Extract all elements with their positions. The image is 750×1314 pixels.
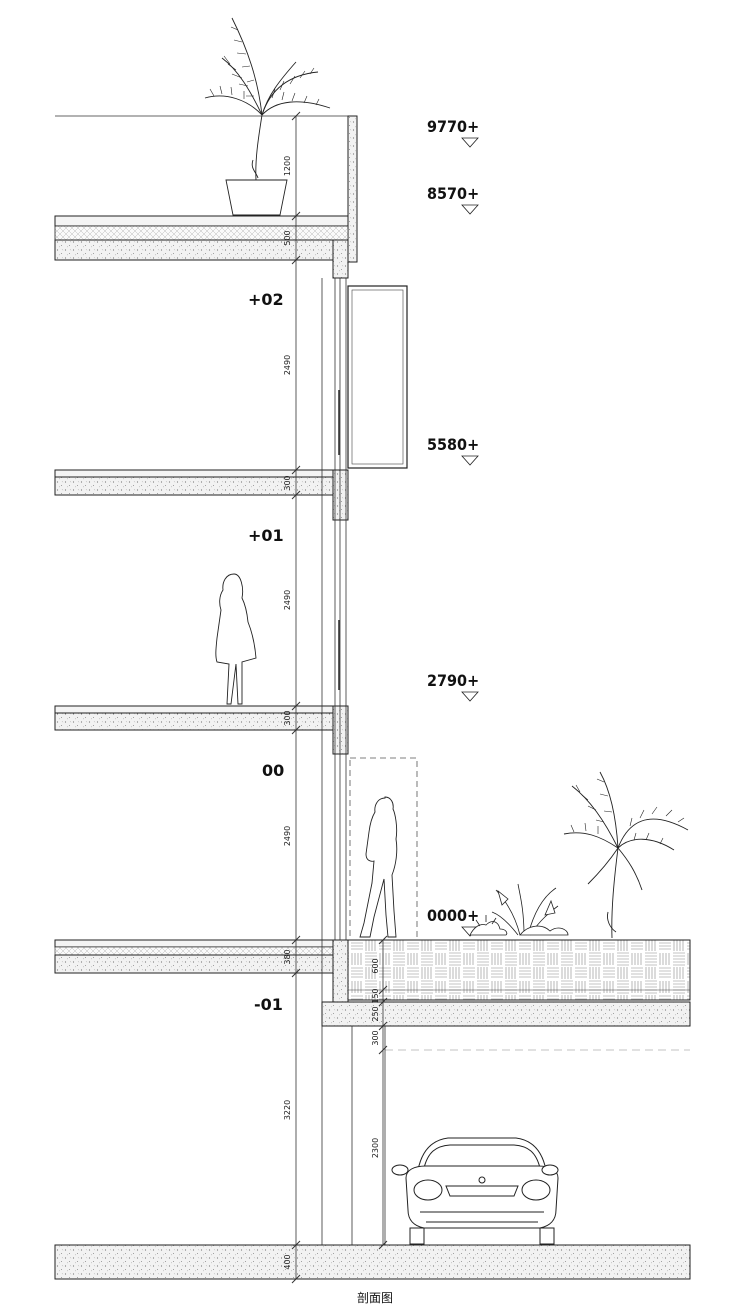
- exterior-wall: [321, 239, 349, 1245]
- dim-ground-slab: 380: [283, 949, 292, 964]
- garden-palm-icon: [563, 771, 689, 939]
- dim-slab2: 300: [283, 475, 292, 490]
- basement-structure: [54, 1026, 691, 1280]
- level-marker-5580: [461, 455, 479, 466]
- floor-label-00: 00: [262, 761, 284, 780]
- level-marker-2790: [461, 691, 479, 702]
- slab-floor-02: [54, 469, 334, 496]
- shrub-plants-icon: [469, 883, 569, 936]
- car-icon: [391, 1137, 559, 1245]
- bay-window: [347, 285, 408, 469]
- floor-label-02: +02: [248, 290, 284, 309]
- dim-floor2-height: 2490: [283, 355, 292, 375]
- dim-roof-slab: 500: [283, 230, 292, 245]
- floor-label-minus-01: -01: [254, 995, 283, 1014]
- dim-base-slab: 400: [283, 1254, 292, 1269]
- level-marker-8570: [461, 204, 479, 215]
- level-label-8570: 8570+: [427, 184, 479, 203]
- dim-garage-slab: 250: [371, 1006, 380, 1021]
- walking-person-icon: [359, 796, 398, 938]
- dim-ground-height: 2490: [283, 826, 292, 846]
- dim-slab1: 300: [283, 710, 292, 725]
- roof-slab: [54, 215, 349, 261]
- floor-label-01: +01: [248, 526, 284, 545]
- slab-ground: [54, 939, 344, 974]
- dim-garage-upper: 300: [371, 1030, 380, 1045]
- level-label-0000: 0000+: [427, 906, 479, 925]
- drawing-caption: 剖面图: [357, 1291, 393, 1305]
- level-label-9770: 9770+: [427, 117, 479, 136]
- dim-parapet: 1200: [283, 156, 292, 176]
- level-label-2790: 2790+: [427, 671, 479, 690]
- dim-gravel: 150: [371, 988, 380, 1003]
- dim-floor1-height: 2490: [283, 590, 292, 610]
- potted-palm-icon: [204, 17, 331, 216]
- dim-garage-clear: 2300: [371, 1138, 380, 1158]
- dimension-chain-main: [291, 111, 301, 1284]
- level-label-5580: 5580+: [427, 435, 479, 454]
- dimension-chain-garage: [378, 935, 388, 1250]
- person-silhouette-icon: [215, 573, 257, 705]
- roof-parapet: [55, 115, 358, 263]
- dim-planter-depth: 600: [371, 958, 380, 973]
- level-marker-9770: [461, 137, 479, 148]
- dim-basement-height: 3220: [283, 1100, 292, 1120]
